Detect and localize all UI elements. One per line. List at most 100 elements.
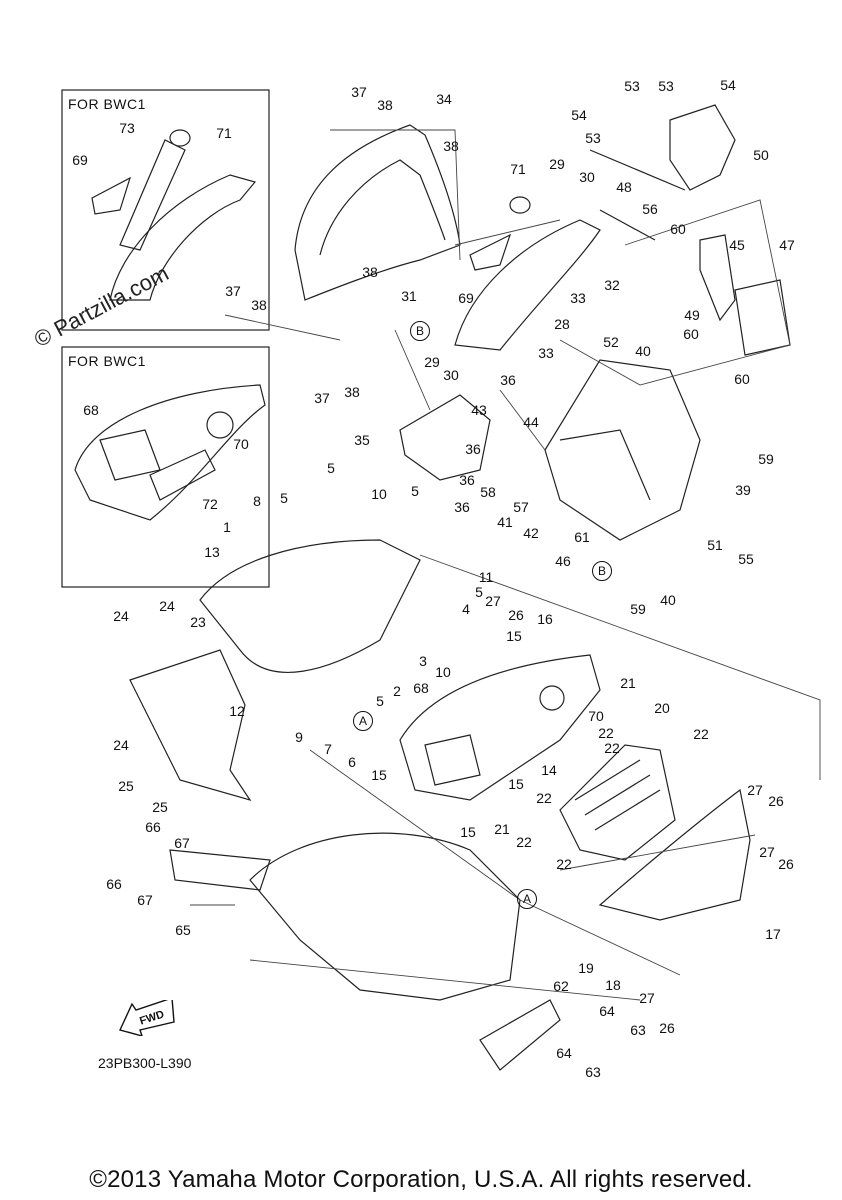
air-box-39 [544, 359, 701, 541]
callout-label: 60 [683, 326, 699, 342]
callout-label: 64 [556, 1045, 572, 1061]
inset-cover-part [109, 174, 257, 301]
callout-label: 36 [465, 441, 481, 457]
side-cover-23 [129, 649, 252, 802]
callout-label: 44 [523, 414, 539, 430]
bolt-48 [599, 209, 656, 241]
callout-label: 27 [759, 844, 775, 860]
callout-label: 59 [758, 451, 774, 467]
callout-label: 38 [362, 264, 378, 280]
callout-label: 7 [324, 741, 332, 757]
callout-label: 29 [549, 156, 565, 172]
side-fairing-28 [454, 219, 601, 351]
callout-label: 64 [599, 1003, 615, 1019]
frame [249, 832, 521, 1001]
callout-label: 54 [720, 77, 736, 93]
callout-label: 26 [768, 793, 784, 809]
circle-tag-a: A [517, 889, 537, 909]
upper-cowl-34 [294, 124, 461, 301]
callout-label: 50 [753, 147, 769, 163]
callout-label: 62 [553, 978, 569, 994]
callout-label: 63 [630, 1022, 646, 1038]
inset-sidecover-part [74, 384, 266, 521]
inset-frame-bottom [61, 346, 270, 588]
callout-label: 1 [223, 519, 231, 535]
callout-label: 12 [229, 703, 245, 719]
callout-label: 35 [354, 432, 370, 448]
callout-label: 38 [443, 138, 459, 154]
callout-label: 53 [585, 130, 601, 146]
callout-label: 5 [327, 460, 335, 476]
callout-label: 11 [478, 569, 494, 585]
callout-label: 37 [351, 84, 367, 100]
inset-top-title: FOR BWC1 [68, 96, 146, 112]
callout-label: 20 [654, 700, 670, 716]
callout-label: 26 [659, 1020, 675, 1036]
circle-tag-b: B [410, 321, 430, 341]
front-cowl-17 [598, 788, 751, 921]
callout-label: 71 [510, 161, 526, 177]
callout-label: 32 [604, 277, 620, 293]
callout-label: 40 [660, 592, 676, 608]
callout-label: 36 [454, 499, 470, 515]
callout-label: 57 [513, 499, 529, 515]
callout-label: 34 [436, 91, 452, 107]
callout-label: 33 [538, 345, 554, 361]
callout-label: 13 [204, 544, 220, 560]
bar-65 [169, 849, 271, 891]
callout-label: 38 [377, 97, 393, 113]
upper-cowl-inner [319, 159, 446, 256]
callout-label: 22 [516, 834, 532, 850]
callout-label: 9 [295, 729, 303, 745]
callout-label: 53 [658, 78, 674, 94]
callout-label: 22 [598, 725, 614, 741]
callout-label: 25 [152, 799, 168, 815]
callout-label: 15 [508, 776, 524, 792]
callout-label: 70 [588, 708, 604, 724]
callout-label: 69 [72, 152, 88, 168]
callout-label: 30 [443, 367, 459, 383]
callout-label: 33 [570, 290, 586, 306]
callout-label: 5 [411, 483, 419, 499]
callout-label: 15 [506, 628, 522, 644]
callout-label: 67 [174, 835, 190, 851]
callout-label: 29 [424, 354, 440, 370]
callout-label: 24 [159, 598, 175, 614]
callout-label: 5 [376, 693, 384, 709]
callout-label: 39 [735, 482, 751, 498]
callout-label: 63 [585, 1064, 601, 1080]
callout-label: 48 [616, 179, 632, 195]
callout-label: 40 [635, 343, 651, 359]
leader-lines-lower [190, 904, 641, 1001]
callout-label: 14 [541, 762, 557, 778]
emblem-71 [509, 196, 531, 214]
circle-tag-b: B [592, 561, 612, 581]
air-box-detail [559, 429, 651, 501]
callout-label: 58 [480, 484, 496, 500]
callout-label: 38 [251, 297, 267, 313]
callout-label: 45 [729, 237, 745, 253]
callout-label: 10 [435, 664, 451, 680]
callout-label: 53 [624, 78, 640, 94]
inset-top: FOR BWC1 [62, 90, 269, 330]
callout-label: 68 [413, 680, 429, 696]
callout-label: 36 [500, 372, 516, 388]
callout-label: 56 [642, 201, 658, 217]
callout-label: 22 [556, 856, 572, 872]
callout-label: 72 [202, 496, 218, 512]
inset-sticker-69 [91, 176, 132, 215]
inset-bottom-title: FOR BWC1 [68, 353, 146, 369]
grille-20 [559, 744, 676, 861]
inset-sticker-73 [119, 139, 186, 251]
callout-label: 31 [401, 288, 417, 304]
callout-label: 60 [734, 371, 750, 387]
callout-label: 73 [119, 120, 135, 136]
callout-label: 21 [494, 821, 510, 837]
callout-label: 71 [216, 125, 232, 141]
inset-emblem-70 [206, 411, 234, 439]
callout-label: 22 [604, 740, 620, 756]
callout-label: 3 [419, 653, 427, 669]
side-cover-14 [399, 654, 601, 801]
callout-label: 21 [620, 675, 636, 691]
